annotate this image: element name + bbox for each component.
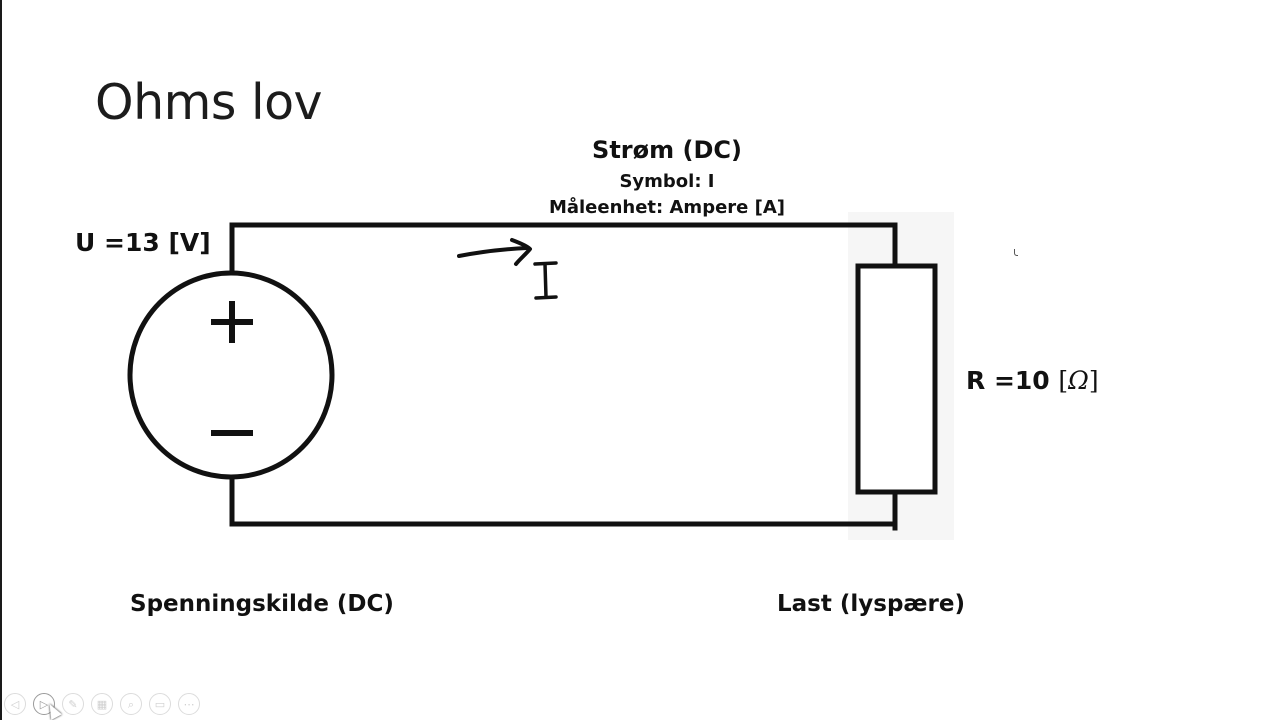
unit-bracket-open: [ bbox=[1058, 366, 1069, 395]
current-arrow-head-icon bbox=[510, 238, 532, 266]
ohm-symbol: Ω bbox=[1068, 366, 1089, 395]
next-icon[interactable]: ▷ bbox=[33, 693, 55, 715]
slide-left-border bbox=[0, 0, 2, 720]
resistance-value: R =10 bbox=[966, 366, 1059, 395]
stray-ink-mark bbox=[1014, 249, 1018, 256]
slides-icon[interactable]: ▦ bbox=[91, 693, 113, 715]
unit-bracket-close: ] bbox=[1088, 366, 1099, 395]
subtitles-icon[interactable]: ▭ bbox=[149, 693, 171, 715]
current-unit-text: Måleenhet: Ampere [A] bbox=[548, 197, 786, 218]
more-icon[interactable]: ⋯ bbox=[178, 693, 200, 715]
current-symbol-text: Symbol: I bbox=[619, 171, 715, 192]
previous-icon[interactable]: ◁ bbox=[4, 693, 26, 715]
presentation-toolbar: ◁ ▷ ✎ ▦ ⌕ ▭ ⋯ bbox=[4, 693, 200, 717]
voltage-label: U =13 [V] bbox=[75, 228, 211, 257]
handwritten-current-symbol bbox=[533, 261, 558, 300]
resistor-symbol bbox=[855, 263, 938, 495]
zoom-icon[interactable]: ⌕ bbox=[120, 693, 142, 715]
current-arrow-shaft bbox=[457, 246, 529, 258]
load-caption: Last (lyspære) bbox=[777, 591, 965, 617]
slide-title: Ohms lov bbox=[95, 74, 323, 131]
resistance-label: R =10 [Ω] bbox=[966, 366, 1099, 395]
resistance-unit: [Ω] bbox=[1058, 366, 1098, 395]
voltage-source-symbol bbox=[127, 270, 335, 480]
current-heading: Strøm (DC) bbox=[592, 136, 742, 164]
source-caption: Spenningskilde (DC) bbox=[130, 591, 394, 617]
plus-sign-icon bbox=[211, 301, 253, 343]
pen-icon[interactable]: ✎ bbox=[62, 693, 84, 715]
